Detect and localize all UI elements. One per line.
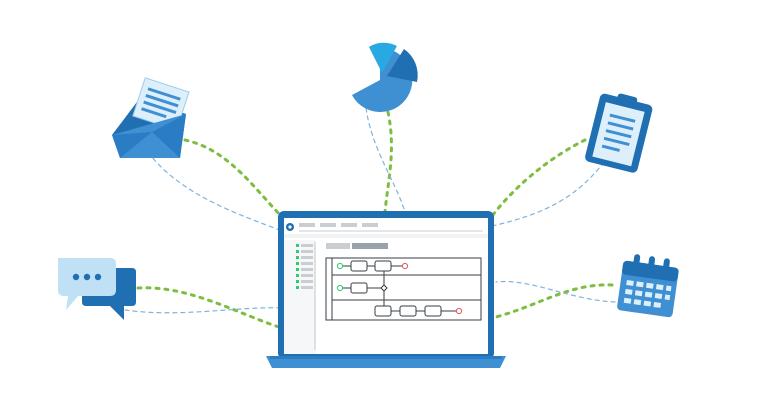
laptop-icon xyxy=(266,211,506,368)
start-event-1 xyxy=(336,262,344,270)
sidebar-items xyxy=(301,244,313,289)
connector-green-calendar xyxy=(494,283,614,319)
toolbar-strip xyxy=(284,234,488,238)
end-event-2 xyxy=(455,307,463,315)
connector-blue-document xyxy=(491,161,605,227)
end-event-1 xyxy=(401,262,409,270)
app-menu-bar xyxy=(299,223,378,227)
sidebar-scrollbar xyxy=(314,242,316,350)
connector-green-chart xyxy=(383,110,393,214)
clipboard-document-icon xyxy=(585,93,653,173)
sidebar-status-dots xyxy=(296,244,299,289)
connector-blue-calendar xyxy=(495,280,616,303)
pie-chart-icon xyxy=(352,42,418,112)
tab-1 xyxy=(326,243,350,249)
connector-green-email xyxy=(183,138,287,222)
app-window xyxy=(284,223,488,354)
app-sidebar xyxy=(284,240,316,354)
calendar-icon xyxy=(617,254,679,318)
process-diagram xyxy=(325,257,482,321)
connector-green-chat xyxy=(136,286,284,330)
envelope-document-icon xyxy=(112,77,190,158)
connector-blue-chart xyxy=(365,107,406,213)
connector-green-document xyxy=(490,138,587,218)
chat-bubbles-icon xyxy=(58,258,136,320)
connector-blue-email xyxy=(147,151,286,233)
start-event-2 xyxy=(336,284,344,292)
connector-blue-chat xyxy=(124,307,283,314)
tab-2 xyxy=(352,243,388,249)
connector-lines xyxy=(124,107,616,330)
